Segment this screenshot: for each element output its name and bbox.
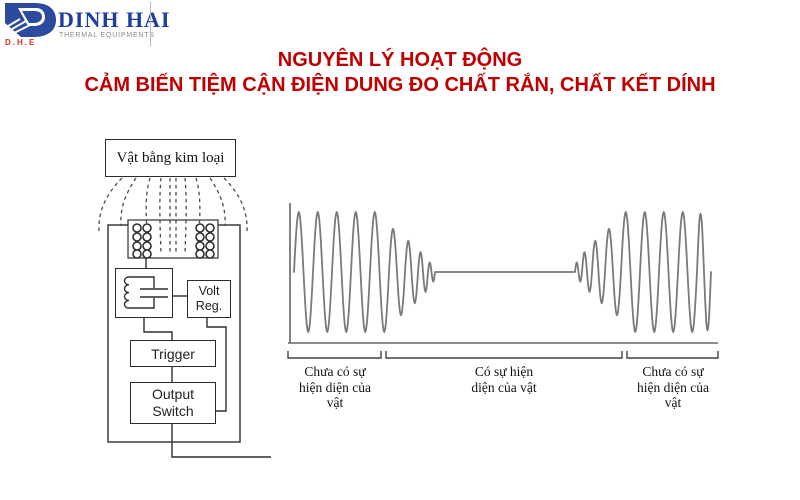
logo-badge: D.H.E	[5, 38, 37, 47]
oscillator-symbol	[123, 276, 168, 309]
metal-object-box: Vật bằng kim loại	[105, 139, 236, 177]
oscillation-waveform	[293, 211, 712, 333]
label-object-present: Có sự hiện diện của vật	[471, 364, 537, 395]
trigger-box: Trigger	[130, 340, 216, 367]
dhe-logo-icon	[0, 3, 56, 39]
company-logo: D.H.E	[0, 2, 152, 48]
output-switch-label: Output Switch	[151, 386, 195, 419]
brand-tagline: THERMAL EQUIPMENTS	[59, 32, 155, 39]
volt-reg-label: Volt Reg.	[195, 284, 223, 313]
label-no-object-left: Chưa có sự hiện diện của vật	[299, 364, 371, 410]
plot-axes	[288, 203, 718, 344]
region-brackets	[287, 351, 719, 359]
sensing-face-box	[127, 219, 219, 259]
metal-object-label: Vật bằng kim loại	[116, 149, 225, 166]
page-title-line2: CẢM BIẾN TIỆM CẬN ĐIỆN DUNG ĐO CHẤT RẮN,…	[84, 74, 716, 96]
oscillator-box	[115, 268, 173, 318]
header-divider	[150, 2, 151, 46]
bracket	[287, 351, 382, 359]
bracket	[385, 351, 623, 359]
output-switch-box: Output Switch	[130, 382, 216, 424]
bracket	[626, 351, 719, 359]
volt-reg-box: Volt Reg.	[187, 280, 231, 318]
page-title-line1: NGUYÊN LÝ HOẠT ĐỘNG	[277, 49, 523, 71]
coil-windings	[132, 223, 215, 259]
label-no-object-right: Chưa có sự hiện diện của vật	[637, 364, 709, 410]
trigger-label: Trigger	[151, 345, 195, 362]
circuit-wires	[143, 258, 271, 458]
